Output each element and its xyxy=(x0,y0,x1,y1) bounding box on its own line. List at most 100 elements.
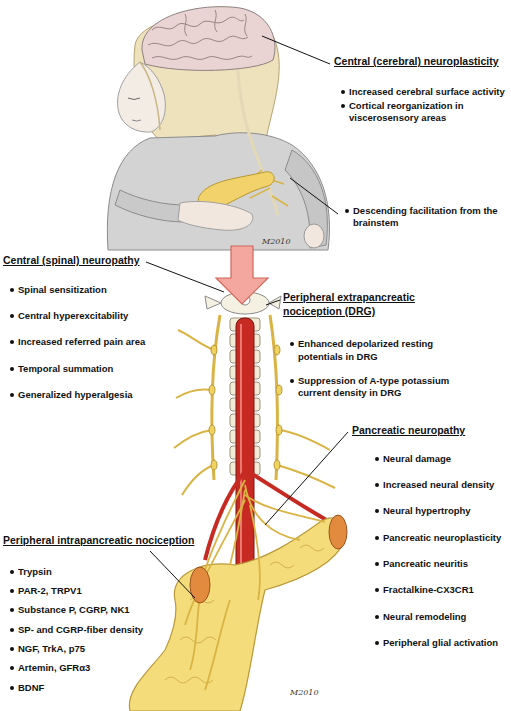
section-heading: Peripheral intrapancreatic nociception xyxy=(3,534,218,548)
bullet-text: Peripheral glial activation xyxy=(383,637,498,648)
bullet-text: Trypsin xyxy=(18,566,52,577)
bullet-item: Pancreatic neuroplasticity xyxy=(352,532,508,544)
bullet-dot xyxy=(10,589,14,593)
leader-lines xyxy=(146,36,348,598)
bullet-text: PAR-2, TRPV1 xyxy=(18,585,82,596)
bullet-item: Artemin, GFRα3 xyxy=(3,662,218,674)
text-group: Descending facilitation from the brainst… xyxy=(338,205,508,230)
hair-strand xyxy=(140,62,160,130)
bullet-item: Pancreatic neuritis xyxy=(352,558,508,570)
pancreas xyxy=(129,518,346,711)
bullet-item: PAR-2, TRPV1 xyxy=(3,585,218,597)
bullet-dot xyxy=(10,686,14,690)
text-group: Pancreatic neuropathyNeural damageIncrea… xyxy=(352,424,508,649)
bullet-item: Neural hypertrophy xyxy=(352,505,508,517)
bullet-text: Central hyperexcitability xyxy=(18,310,128,321)
heading-text: Peripheral extrapancreatic nociception (… xyxy=(283,291,415,317)
front-arm xyxy=(115,190,185,222)
bullet-text: Fractalkine-CX3CR1 xyxy=(383,584,474,595)
heading-text: Pancreatic neuropathy xyxy=(352,424,465,436)
bullet-text: SP- and CGRP-fiber density xyxy=(18,624,143,635)
bullet-dot xyxy=(10,647,14,651)
bullet-item: Descending facilitation from the brainst… xyxy=(338,205,508,230)
bullet-dot xyxy=(375,483,379,487)
section-heading: Peripheral extrapancreatic nociception (… xyxy=(283,291,473,318)
bullet-text: Increased neural density xyxy=(383,479,494,490)
bullet-text: Descending facilitation from the brainst… xyxy=(353,205,498,228)
bullet-dot xyxy=(10,393,14,397)
bullet-text: Neural damage xyxy=(383,453,451,464)
duodenum xyxy=(190,567,210,603)
bullet-text: Enhanced depolarized resting potentials … xyxy=(298,338,433,361)
bullet-item: BDNF xyxy=(3,682,218,694)
bullet-dot xyxy=(10,666,14,670)
bullet-text: NGF, TrkA, p75 xyxy=(18,643,85,654)
text-group: M2010 xyxy=(262,237,322,247)
mouth xyxy=(132,120,141,121)
bullet-item: Increased referred pain area xyxy=(3,336,178,348)
back-hand xyxy=(304,224,324,248)
bullet-dot xyxy=(10,570,14,574)
woman-figure xyxy=(107,7,329,250)
spleen xyxy=(329,515,347,549)
bullet-dot xyxy=(290,342,294,346)
text-group: M2010 xyxy=(290,688,350,698)
signature-text: M2010 xyxy=(290,688,319,697)
bullet-item: SP- and CGRP-fiber density xyxy=(3,624,218,636)
bullet-text: Neural remodeling xyxy=(383,611,466,622)
bullet-dot xyxy=(10,314,14,318)
text-group: Central (spinal) neuropathySpinal sensit… xyxy=(3,254,178,401)
text-group: Central (cerebral) neuroplasticityIncrea… xyxy=(334,55,508,125)
bullet-dot xyxy=(341,104,345,108)
artist-signature: M2010 xyxy=(290,688,350,698)
bullet-dot xyxy=(10,340,14,344)
bullet-text: Pancreatic neuroplasticity xyxy=(383,532,501,543)
bullet-item: Central hyperexcitability xyxy=(3,310,178,322)
bullet-text: Neural hypertrophy xyxy=(383,505,471,516)
bullet-text: BDNF xyxy=(18,682,44,693)
bullet-dot xyxy=(375,641,379,645)
bullet-item: Neural damage xyxy=(352,453,508,465)
bullet-text: Increased cerebral surface activity xyxy=(349,86,505,97)
bullet-dot xyxy=(341,90,345,94)
bullet-dot xyxy=(10,288,14,292)
bullet-text: Temporal summation xyxy=(18,363,113,374)
bullet-item: Increased neural density xyxy=(352,479,508,491)
bullet-dot xyxy=(375,536,379,540)
face xyxy=(118,62,166,132)
heading-text: Peripheral intrapancreatic nociception xyxy=(3,534,194,546)
back-arm xyxy=(285,150,327,248)
bullet-dot xyxy=(375,615,379,619)
brain-gyri xyxy=(148,10,252,59)
heading-text: Central (cerebral) neuroplasticity xyxy=(334,55,499,67)
front-hand xyxy=(178,201,253,230)
bullet-item: Cortical reorganization in viscerosensor… xyxy=(334,100,508,125)
aorta xyxy=(236,318,254,586)
bullet-dot xyxy=(10,628,14,632)
section-heading: Central (cerebral) neuroplasticity xyxy=(334,55,508,69)
bullet-text: Increased referred pain area xyxy=(18,336,145,347)
bullet-dot xyxy=(345,209,349,213)
bullet-item: Substance P, CGRP, NK1 xyxy=(3,604,218,616)
bullet-text: Suppression of A-type potassium current … xyxy=(298,375,449,398)
pancreatic-plexus xyxy=(185,480,325,690)
bullet-text: Cortical reorganization in viscerosensor… xyxy=(349,100,464,123)
heading-text: Central (spinal) neuropathy xyxy=(3,254,140,266)
bullet-item: Fractalkine-CX3CR1 xyxy=(352,584,508,596)
bullet-dot xyxy=(290,379,294,383)
bullet-dot xyxy=(375,509,379,513)
bullet-item: Increased cerebral surface activity xyxy=(334,86,508,98)
bullet-dot xyxy=(375,562,379,566)
text-group: Peripheral extrapancreatic nociception (… xyxy=(283,291,473,400)
brain xyxy=(142,7,275,71)
bullet-item: Trypsin xyxy=(3,566,218,578)
bullet-item: Suppression of A-type potassium current … xyxy=(283,375,473,400)
eye xyxy=(128,98,140,100)
bullet-dot xyxy=(375,457,379,461)
section-heading: Central (spinal) neuropathy xyxy=(3,254,178,268)
torso xyxy=(107,133,329,250)
bullet-dot xyxy=(10,608,14,612)
bullet-dot xyxy=(375,588,379,592)
bullet-text: Spinal sensitization xyxy=(18,284,107,295)
bullet-item: NGF, TrkA, p75 xyxy=(3,643,218,655)
